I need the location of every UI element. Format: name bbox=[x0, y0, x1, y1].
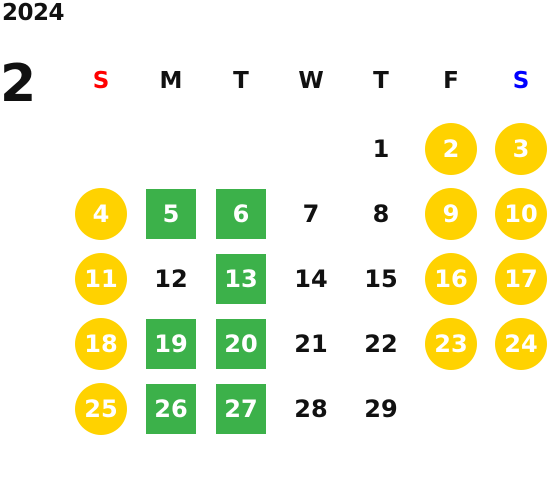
day-cell[interactable]: 14 bbox=[276, 254, 346, 304]
day-cell[interactable]: 3 bbox=[486, 123, 548, 175]
day-cell[interactable]: 11 bbox=[66, 253, 136, 305]
weekday-header: T bbox=[373, 68, 389, 94]
day-number: 15 bbox=[364, 265, 398, 293]
day-number: 11 bbox=[84, 265, 118, 293]
day-badge-circle: 10 bbox=[495, 188, 547, 240]
day-number: 3 bbox=[512, 135, 530, 163]
day-cell[interactable]: 17 bbox=[486, 253, 548, 305]
day-number: 28 bbox=[294, 395, 328, 423]
day-badge-square: 27 bbox=[216, 384, 266, 434]
calendar-month: 2 bbox=[0, 54, 37, 114]
day-number: 17 bbox=[504, 265, 538, 293]
day-cell[interactable]: 2 bbox=[416, 123, 486, 175]
day-badge-circle: 2 bbox=[425, 123, 477, 175]
day-cell[interactable]: 24 bbox=[486, 318, 548, 370]
weekday-header: F bbox=[443, 68, 459, 94]
day-cell[interactable]: 4 bbox=[66, 188, 136, 240]
day-badge-circle: 23 bbox=[425, 318, 477, 370]
day-number: 23 bbox=[434, 330, 468, 358]
day-number: 24 bbox=[504, 330, 538, 358]
day-number: 6 bbox=[232, 200, 250, 228]
day-cell[interactable]: 10 bbox=[486, 188, 548, 240]
weekday-header: M bbox=[159, 68, 183, 94]
day-cell[interactable]: 26 bbox=[136, 384, 206, 434]
day-badge-circle: 9 bbox=[425, 188, 477, 240]
day-badge-circle: 24 bbox=[495, 318, 547, 370]
day-number: 14 bbox=[294, 265, 328, 293]
day-cell[interactable]: 9 bbox=[416, 188, 486, 240]
day-cell[interactable]: 5 bbox=[136, 189, 206, 239]
day-badge-square: 5 bbox=[146, 189, 196, 239]
day-number: 21 bbox=[294, 330, 328, 358]
day-badge-circle: 17 bbox=[495, 253, 547, 305]
day-cell[interactable]: 18 bbox=[66, 318, 136, 370]
day-badge-square: 6 bbox=[216, 189, 266, 239]
day-cell[interactable]: 13 bbox=[206, 254, 276, 304]
day-badge-square: 19 bbox=[146, 319, 196, 369]
day-number: 20 bbox=[224, 330, 258, 358]
day-number: 8 bbox=[372, 200, 390, 228]
day-cell[interactable]: 27 bbox=[206, 384, 276, 434]
day-number: 16 bbox=[434, 265, 468, 293]
day-number: 12 bbox=[154, 265, 188, 293]
weekday-header: T bbox=[233, 68, 249, 94]
day-number: 25 bbox=[84, 395, 118, 423]
day-cell[interactable]: 21 bbox=[276, 319, 346, 369]
day-number: 19 bbox=[154, 330, 188, 358]
weekday-header: S bbox=[512, 68, 530, 94]
day-cell[interactable]: 19 bbox=[136, 319, 206, 369]
weekday-header: S bbox=[92, 68, 110, 94]
day-number: 1 bbox=[372, 135, 390, 163]
day-cell[interactable]: 15 bbox=[346, 254, 416, 304]
day-number: 29 bbox=[364, 395, 398, 423]
day-cell[interactable]: 29 bbox=[346, 384, 416, 434]
day-badge-circle: 18 bbox=[75, 318, 127, 370]
day-cell[interactable]: 20 bbox=[206, 319, 276, 369]
day-number: 18 bbox=[84, 330, 118, 358]
day-cell[interactable]: 25 bbox=[66, 383, 136, 435]
day-cell[interactable]: 8 bbox=[346, 189, 416, 239]
day-number: 13 bbox=[224, 265, 258, 293]
day-cell[interactable]: 28 bbox=[276, 384, 346, 434]
day-number: 26 bbox=[154, 395, 188, 423]
day-cell[interactable]: 16 bbox=[416, 253, 486, 305]
day-number: 4 bbox=[92, 200, 110, 228]
day-number: 10 bbox=[504, 200, 538, 228]
day-number: 5 bbox=[162, 200, 180, 228]
calendar-year: 2024 bbox=[2, 0, 65, 26]
weekday-header: W bbox=[298, 68, 324, 94]
day-number: 7 bbox=[302, 200, 320, 228]
day-badge-square: 13 bbox=[216, 254, 266, 304]
day-badge-square: 26 bbox=[146, 384, 196, 434]
day-badge-circle: 11 bbox=[75, 253, 127, 305]
day-cell[interactable]: 23 bbox=[416, 318, 486, 370]
day-cell[interactable]: 22 bbox=[346, 319, 416, 369]
day-cell[interactable]: 7 bbox=[276, 189, 346, 239]
day-number: 2 bbox=[442, 135, 460, 163]
day-number: 27 bbox=[224, 395, 258, 423]
day-cell[interactable]: 1 bbox=[346, 124, 416, 174]
day-cell[interactable]: 6 bbox=[206, 189, 276, 239]
day-number: 22 bbox=[364, 330, 398, 358]
day-cell[interactable]: 12 bbox=[136, 254, 206, 304]
day-number: 9 bbox=[442, 200, 460, 228]
day-badge-circle: 25 bbox=[75, 383, 127, 435]
day-badge-square: 20 bbox=[216, 319, 266, 369]
day-badge-circle: 3 bbox=[495, 123, 547, 175]
day-badge-circle: 4 bbox=[75, 188, 127, 240]
day-badge-circle: 16 bbox=[425, 253, 477, 305]
